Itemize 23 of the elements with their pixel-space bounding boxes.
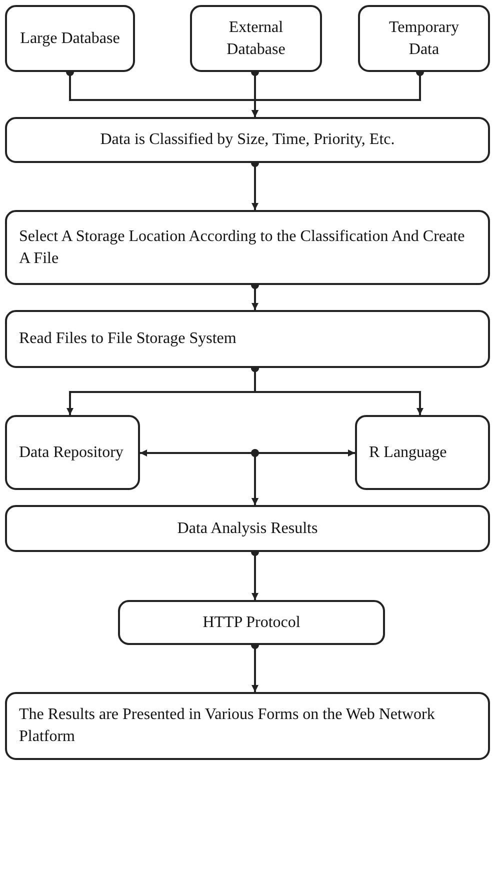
box-label: Data is Classified by Size, Time, Priority, Etc. xyxy=(100,130,395,150)
box-label: Read Files to File Storage System xyxy=(19,329,236,350)
process-box xyxy=(5,310,490,368)
box-label: Data Analysis Results xyxy=(177,518,318,539)
process-box xyxy=(355,415,490,490)
box-label: The Results are Presented in Various Forms on the Web Network Platform xyxy=(19,705,436,747)
process-box xyxy=(5,210,490,285)
process-box xyxy=(190,5,322,72)
box-label: R Language xyxy=(369,442,447,463)
process-box xyxy=(5,5,135,72)
process-box xyxy=(5,505,490,552)
process-box xyxy=(5,117,490,163)
process-box xyxy=(118,600,385,645)
process-box xyxy=(5,415,140,490)
box-label: External Database xyxy=(226,18,286,60)
process-box xyxy=(5,692,490,760)
process-box xyxy=(358,5,490,72)
box-label: Data Repository xyxy=(19,442,124,463)
box-label: HTTP Protocol xyxy=(202,612,300,633)
box-label: Temporary Data xyxy=(388,18,460,60)
connector-arrow xyxy=(140,450,355,456)
box-label: Large Database xyxy=(20,28,120,49)
box-label: Select A Storage Location According to the Classification And Create A File xyxy=(19,226,466,268)
